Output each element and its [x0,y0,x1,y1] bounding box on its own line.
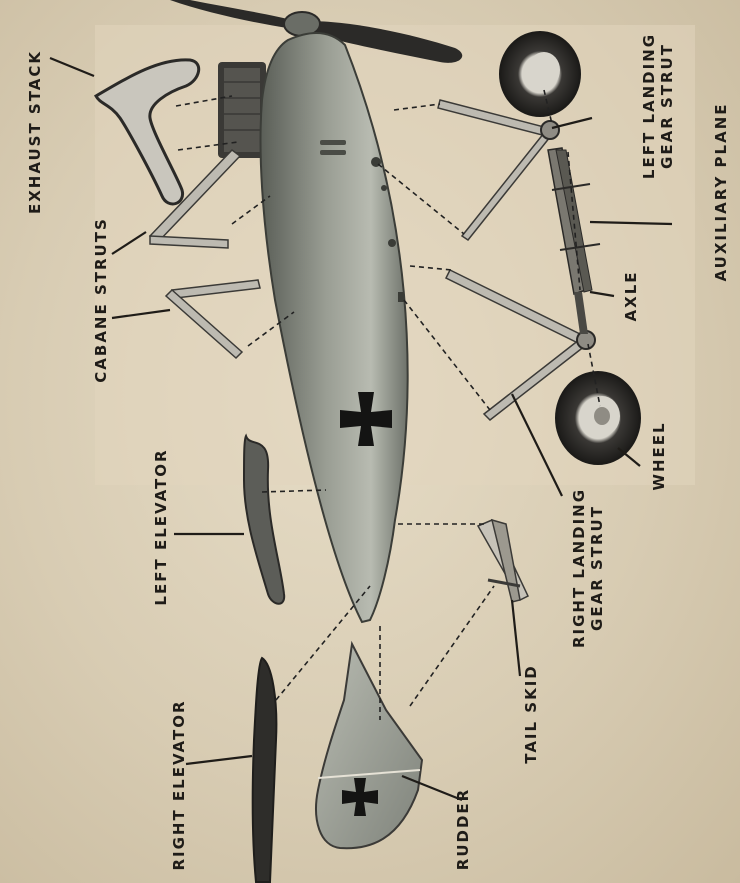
left-wheel [500,32,580,116]
label-wheel: WHEEL [650,421,668,490]
tail-skid [478,520,528,602]
label-left-elevator: LEFT ELEVATOR [152,448,170,605]
label-auxiliary-plane: AUXILIARY PLANE [712,103,730,282]
label-tail-skid: TAIL SKID [522,664,540,764]
right-elevator [253,658,277,882]
wheel [556,372,640,464]
label-left-landing-gear-strut-line1: LEFT LANDING [640,33,658,179]
label-right-landing-gear-strut-line2: GEAR STRUT [588,505,606,631]
label-right-elevator: RIGHT ELEVATOR [170,699,188,870]
label-axle: AXLE [622,271,640,322]
label-exhaust-stack: EXHAUST STACK [26,50,44,214]
label-cabane-struts: CABANE STRUTS [92,217,110,382]
label-rudder: RUDDER [454,788,472,870]
label-left-landing-gear-strut-line2: GEAR STRUT [658,43,676,169]
label-right-landing-gear-strut-line1: RIGHT LANDING [570,488,588,648]
rudder [316,644,422,848]
